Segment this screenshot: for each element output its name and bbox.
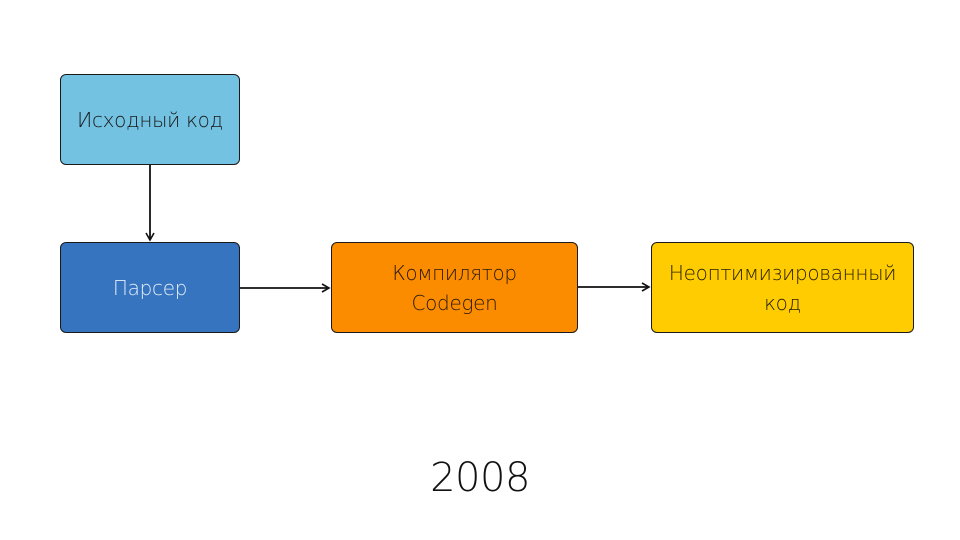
node-label: Парсер bbox=[112, 275, 188, 300]
node-compiler-codegen: Компилятор Codegen bbox=[331, 242, 578, 333]
year-caption: 2008 bbox=[430, 455, 530, 501]
node-unoptimized-code: Неоптимизированный код bbox=[651, 242, 914, 333]
node-label: Компилятор Codegen bbox=[392, 260, 517, 315]
node-parser: Парсер bbox=[60, 242, 240, 333]
node-source-code: Исходный код bbox=[60, 74, 240, 165]
node-label: Неоптимизированный код bbox=[668, 260, 897, 315]
node-label: Исходный код bbox=[77, 107, 223, 132]
